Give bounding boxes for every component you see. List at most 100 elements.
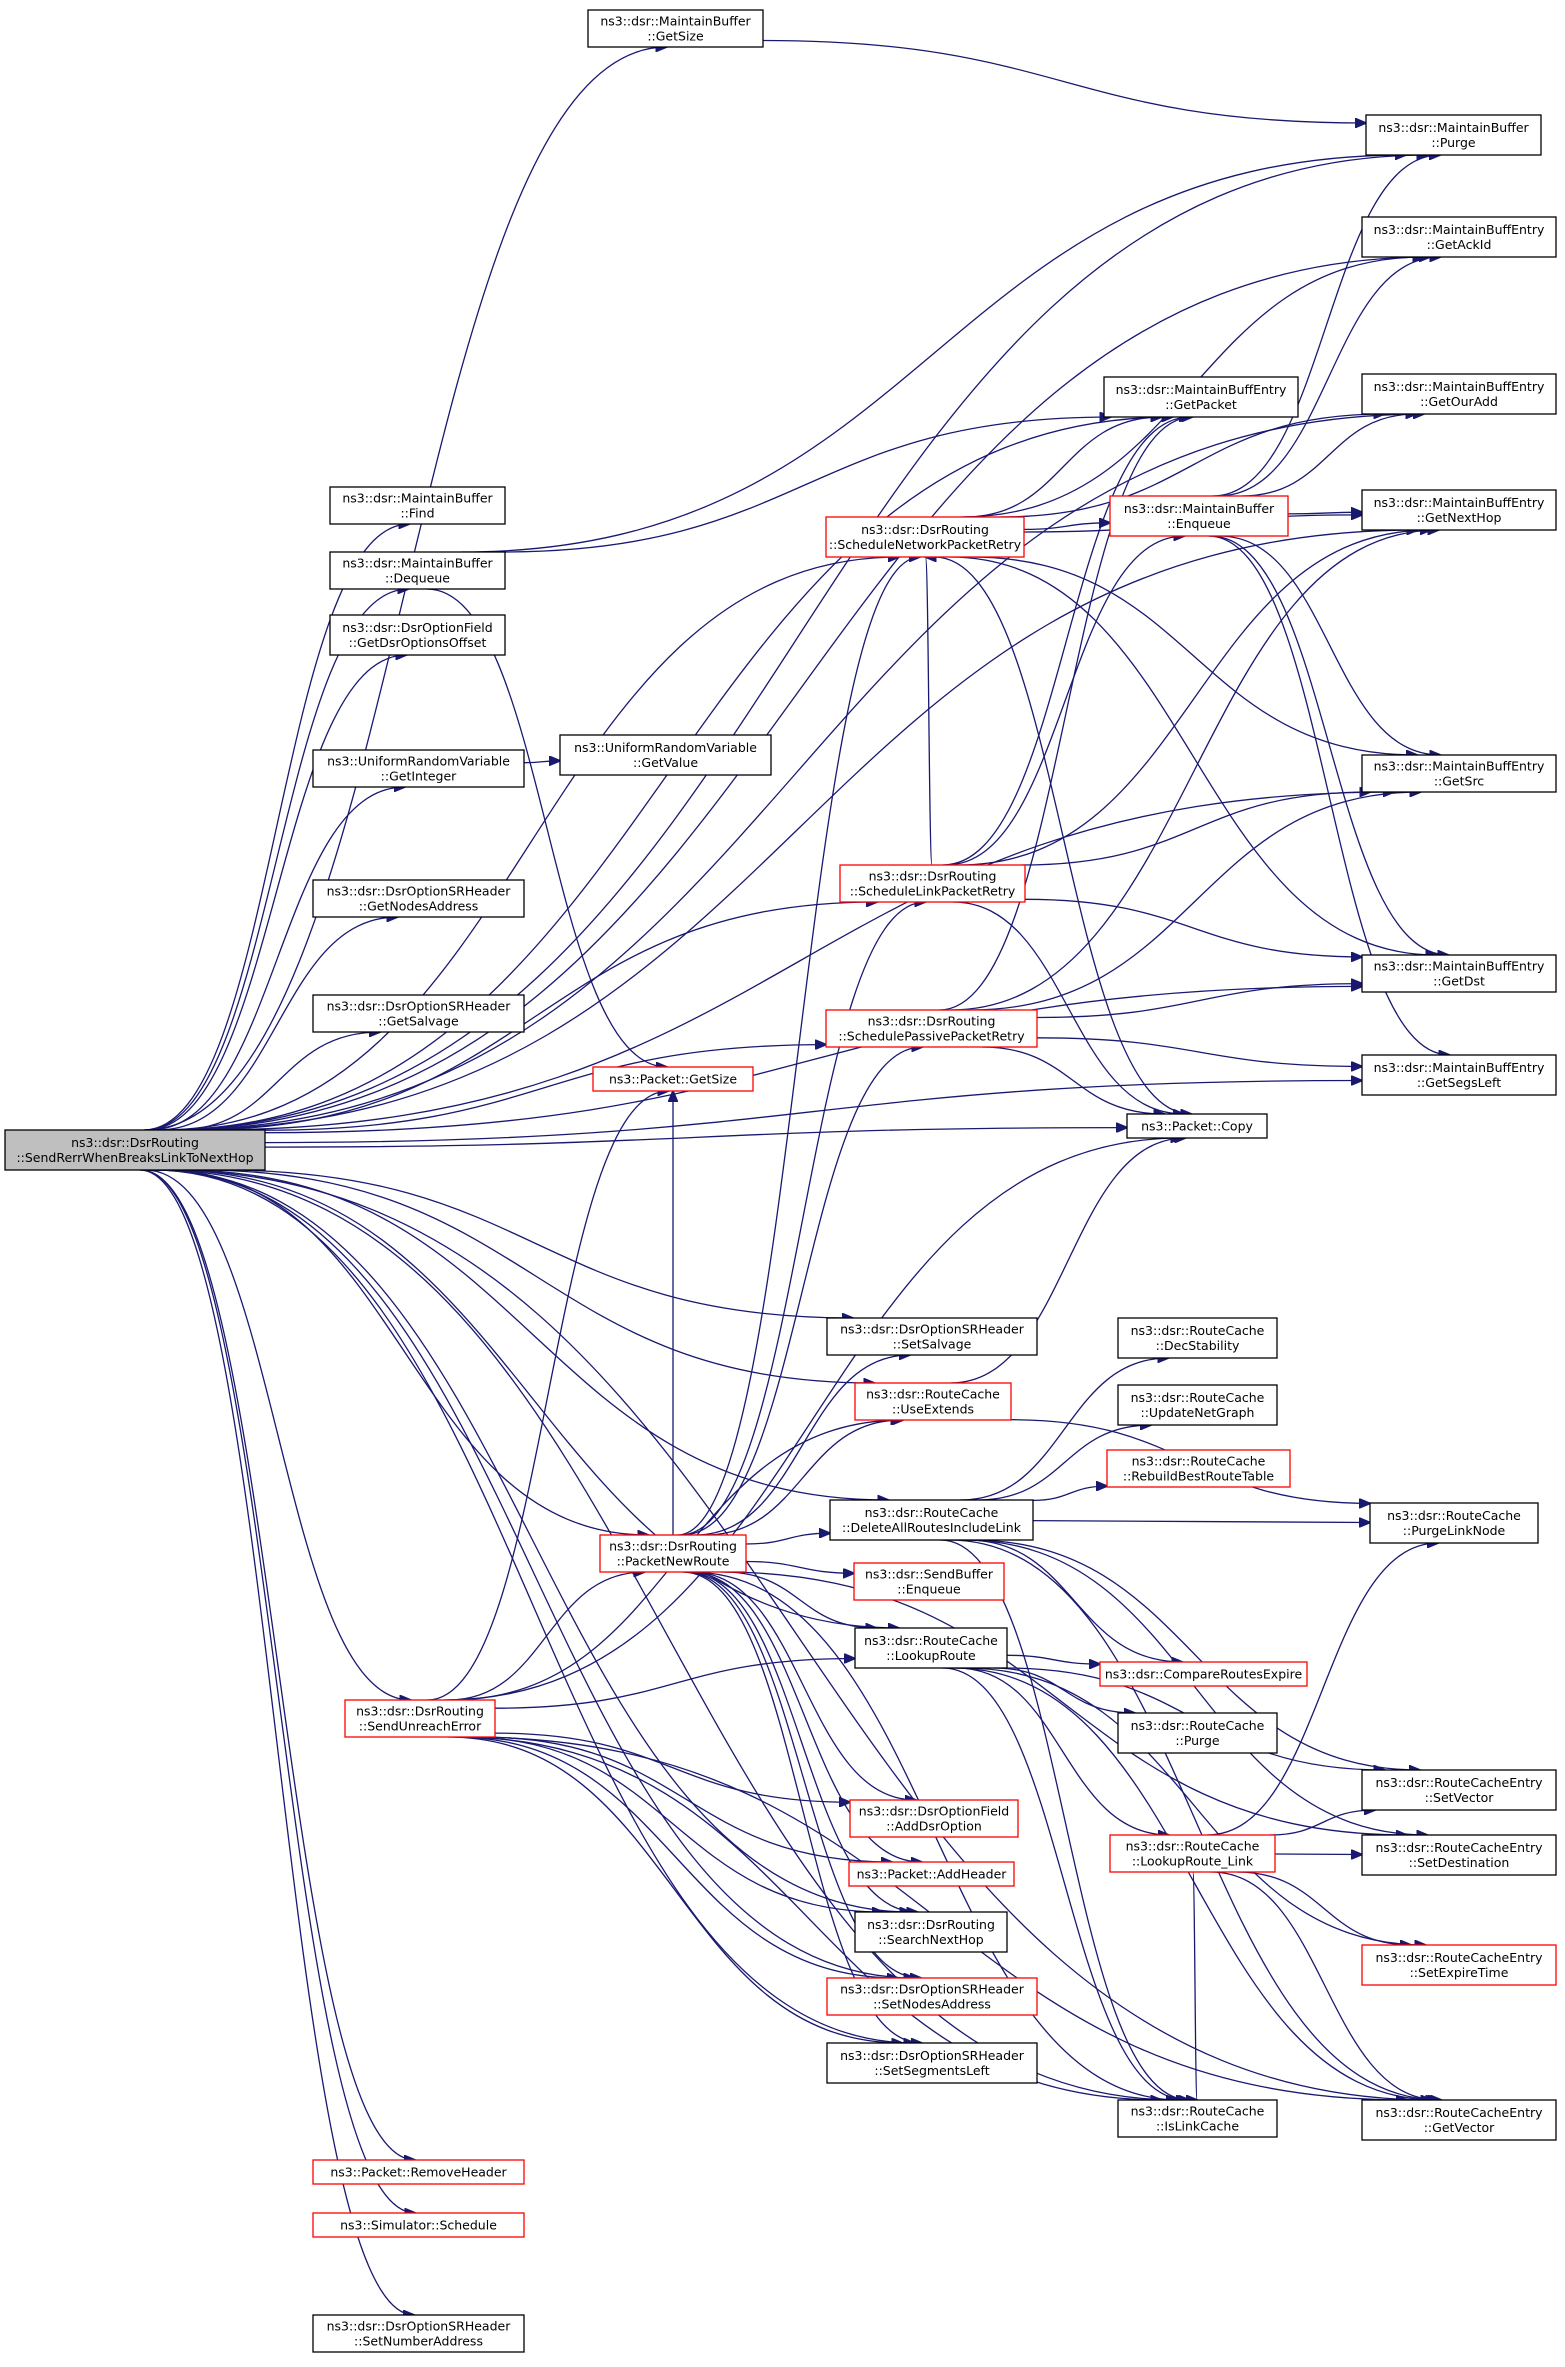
node-srh-setnodesaddress[interactable]: ns3::dsr::DsrOptionSRHeader::SetNodesAdd…	[826, 1977, 1038, 2016]
edge-root-to-pkt_copy	[264, 1128, 1127, 1148]
node-box	[825, 1009, 1038, 1048]
node-mbe-getsrc[interactable]: ns3::dsr::MaintainBuffEntry::GetSrc	[1361, 754, 1557, 793]
edge-sue-to-pkt_copy	[444, 1138, 1181, 1701]
node-mb-find[interactable]: ns3::dsr::MaintainBuffer::Find	[329, 486, 506, 525]
node-rc-purge[interactable]: ns3::dsr::RouteCache::Purge	[1117, 1712, 1278, 1754]
node-box	[312, 2159, 525, 2185]
node-box	[312, 749, 525, 788]
node-box	[1126, 1113, 1268, 1139]
node-mbe-getdst[interactable]: ns3::dsr::MaintainBuffEntry::GetDst	[1361, 954, 1557, 993]
node-rc-delallroutes[interactable]: ns3::dsr::RouteCache::DeleteAllRoutesInc…	[829, 1499, 1034, 1541]
node-box	[1365, 114, 1542, 156]
node-srh-setsegmentsleft[interactable]: ns3::dsr::DsrOptionSRHeader::SetSegments…	[826, 2042, 1038, 2084]
node-rc-lookuproute-link[interactable]: ns3::dsr::RouteCache::LookupRoute_Link	[1109, 1834, 1276, 1873]
edge-pnr-to-srh_setsegmentsleft	[682, 1571, 921, 2043]
edge-root-to-mbe_getdst	[264, 986, 1362, 1134]
node-srh-getsalvage[interactable]: ns3::dsr::DsrOptionSRHeader::GetSalvage	[312, 994, 525, 1033]
node-label: ns3::dsr::MaintainBuffEntry	[1374, 379, 1545, 394]
node-label: ns3::dsr::RouteCache	[1131, 1323, 1265, 1338]
node-pkt-addheader[interactable]: ns3::Packet::AddHeader	[848, 1861, 1015, 1887]
node-mbe-getackid[interactable]: ns3::dsr::MaintainBuffEntry::GetAckId	[1361, 216, 1557, 258]
node-rce-getvector[interactable]: ns3::dsr::RouteCacheEntry::GetVector	[1361, 2099, 1557, 2141]
node-rc-rebuild[interactable]: ns3::dsr::RouteCache::RebuildBestRouteTa…	[1106, 1449, 1291, 1488]
node-mb-dequeue[interactable]: ns3::dsr::MaintainBuffer::Dequeue	[329, 551, 506, 590]
node-label: ns3::Packet::GetSize	[609, 1072, 737, 1087]
edge-root-to-rc_delallroutes	[178, 1169, 888, 1500]
node-label: ::SearchNextHop	[878, 1932, 984, 1947]
edge-pnr-to-rc_delallroutes	[745, 1533, 830, 1545]
node-urv-getinteger[interactable]: ns3::UniformRandomVariable::GetInteger	[312, 749, 525, 788]
node-mb-purge[interactable]: ns3::dsr::MaintainBuffer::Purge	[1365, 114, 1542, 156]
edge-rc_lookuproute-to-rce_setexpiretime	[964, 1667, 1425, 1945]
edge-root-to-srh_setnumberaddress	[139, 1169, 414, 2315]
node-srh-setsalvage[interactable]: ns3::dsr::DsrOptionSRHeader::SetSalvage	[826, 1317, 1038, 1356]
node-mbe-getpacket[interactable]: ns3::dsr::MaintainBuffEntry::GetPacket	[1103, 376, 1299, 418]
node-rc-lookuproute[interactable]: ns3::dsr::RouteCache::LookupRoute	[854, 1627, 1008, 1669]
edge-root-to-mbe_getsrc	[205, 792, 1394, 1131]
node-dof-adddsroption[interactable]: ns3::dsr::DsrOptionField::AddDsrOption	[849, 1799, 1019, 1838]
node-snpr[interactable]: ns3::dsr::DsrRouting::ScheduleNetworkPac…	[825, 516, 1025, 558]
node-label: ns3::dsr::DsrRouting	[71, 1135, 199, 1150]
node-box	[1361, 1769, 1557, 1811]
node-box	[1369, 1502, 1539, 1544]
node-searchnexthop[interactable]: ns3::dsr::DsrRouting::SearchNextHop	[854, 1911, 1008, 1953]
node-box	[329, 486, 506, 525]
edge-urv_getinteger-to-urv_getvalue	[523, 761, 560, 763]
edge-root-to-rc_islinkcache	[156, 1169, 1177, 2100]
node-label: ::GetSrc	[1434, 774, 1484, 789]
node-srh-setnumberaddress[interactable]: ns3::dsr::DsrOptionSRHeader::SetNumberAd…	[312, 2314, 525, 2353]
node-mbe-getouradd[interactable]: ns3::dsr::MaintainBuffEntry::GetOurAdd	[1361, 373, 1557, 415]
node-root[interactable]: ns3::dsr::DsrRouting::SendRerrWhenBreaks…	[4, 1129, 266, 1171]
node-sppr[interactable]: ns3::dsr::DsrRouting::SchedulePassivePac…	[825, 1009, 1038, 1048]
node-box	[1361, 373, 1557, 415]
node-label: ns3::dsr::RouteCache	[1126, 1839, 1260, 1854]
node-rce-setvector[interactable]: ns3::dsr::RouteCacheEntry::SetVector	[1361, 1769, 1557, 1811]
node-rce-setexpiretime[interactable]: ns3::dsr::RouteCacheEntry::SetExpireTime	[1361, 1944, 1557, 1986]
node-label: ::SetDestination	[1409, 1855, 1510, 1870]
edge-rc_lookuproute_link-to-rce_getvector	[1210, 1871, 1439, 2100]
edge-slpr-to-snpr	[925, 557, 932, 866]
edge-rc_useextends-to-pkt_copy	[950, 1138, 1186, 1384]
node-pkt-copy[interactable]: ns3::Packet::Copy	[1126, 1113, 1268, 1139]
edge-root-to-pkt_removeheader	[140, 1169, 416, 2160]
node-slpr[interactable]: ns3::dsr::DsrRouting::ScheduleLinkPacket…	[839, 864, 1026, 903]
node-rc-islinkcache[interactable]: ns3::dsr::RouteCache::IsLinkCache	[1117, 2099, 1278, 2138]
edge-rc_delallroutes-to-rce_setvector	[970, 1539, 1420, 1770]
node-rce-setdestination[interactable]: ns3::dsr::RouteCacheEntry::SetDestinatio…	[1361, 1834, 1557, 1876]
node-urv-getvalue[interactable]: ns3::UniformRandomVariable::GetValue	[559, 734, 772, 776]
node-box	[1361, 754, 1557, 793]
node-label: ns3::dsr::CompareRoutesExpire	[1105, 1667, 1303, 1682]
node-label: ns3::dsr::DsrRouting	[867, 1917, 995, 1932]
node-label: ::UseExtends	[892, 1402, 974, 1417]
node-pkt-removeheader[interactable]: ns3::Packet::RemoveHeader	[312, 2159, 525, 2185]
node-box	[559, 734, 772, 776]
node-box	[4, 1129, 266, 1171]
node-label: ns3::dsr::DsrOptionSRHeader	[327, 2319, 512, 2334]
node-box	[1117, 2099, 1278, 2138]
node-box	[312, 2314, 525, 2353]
node-rc-updatenetgraph[interactable]: ns3::dsr::RouteCache::UpdateNetGraph	[1117, 1384, 1278, 1426]
node-rc-useextends[interactable]: ns3::dsr::RouteCache::UseExtends	[854, 1382, 1012, 1421]
node-mb-enqueue[interactable]: ns3::dsr::MaintainBuffer::Enqueue	[1109, 495, 1289, 537]
node-srh-getnodesaddress[interactable]: ns3::dsr::DsrOptionSRHeader::GetNodesAdd…	[312, 879, 525, 918]
node-label: ns3::dsr::MaintainBuffer	[342, 491, 493, 506]
edge-root-to-mbe_getouradd	[169, 414, 1424, 1131]
node-pnr[interactable]: ns3::dsr::DsrRouting::PacketNewRoute	[599, 1534, 747, 1573]
node-rc-decstability[interactable]: ns3::dsr::RouteCache::DecStability	[1117, 1317, 1278, 1359]
node-pkt-getsize[interactable]: ns3::Packet::GetSize	[592, 1066, 754, 1092]
node-label: ns3::dsr::RouteCache	[864, 1633, 998, 1648]
node-sb-enqueue[interactable]: ns3::dsr::SendBuffer::Enqueue	[853, 1562, 1005, 1601]
node-sim-schedule[interactable]: ns3::Simulator::Schedule	[312, 2212, 525, 2238]
node-sue[interactable]: ns3::dsr::DsrRouting::SendUnreachError	[344, 1699, 496, 1738]
edge-mb_enqueue-to-mbe_getsrc	[1219, 535, 1440, 755]
node-label: ns3::dsr::RouteCacheEntry	[1375, 1775, 1543, 1790]
node-mbe-getsegsleft[interactable]: ns3::dsr::MaintainBuffEntry::GetSegsLeft	[1361, 1054, 1557, 1096]
node-box	[1103, 376, 1299, 418]
node-label: ::GetNextHop	[1417, 510, 1502, 525]
node-rc-purgelinknode[interactable]: ns3::dsr::RouteCache::PurgeLinkNode	[1369, 1502, 1539, 1544]
node-label: ::AddDsrOption	[886, 1819, 982, 1834]
node-mb-getsize[interactable]: ns3::dsr::MaintainBuffer::GetSize	[587, 9, 764, 48]
node-dof-getoffset[interactable]: ns3::dsr::DsrOptionField::GetDsrOptionsO…	[329, 614, 506, 656]
node-cmp-expire[interactable]: ns3::dsr::CompareRoutesExpire	[1099, 1661, 1308, 1687]
node-mbe-getnexthop[interactable]: ns3::dsr::MaintainBuffEntry::GetNextHop	[1361, 489, 1557, 531]
